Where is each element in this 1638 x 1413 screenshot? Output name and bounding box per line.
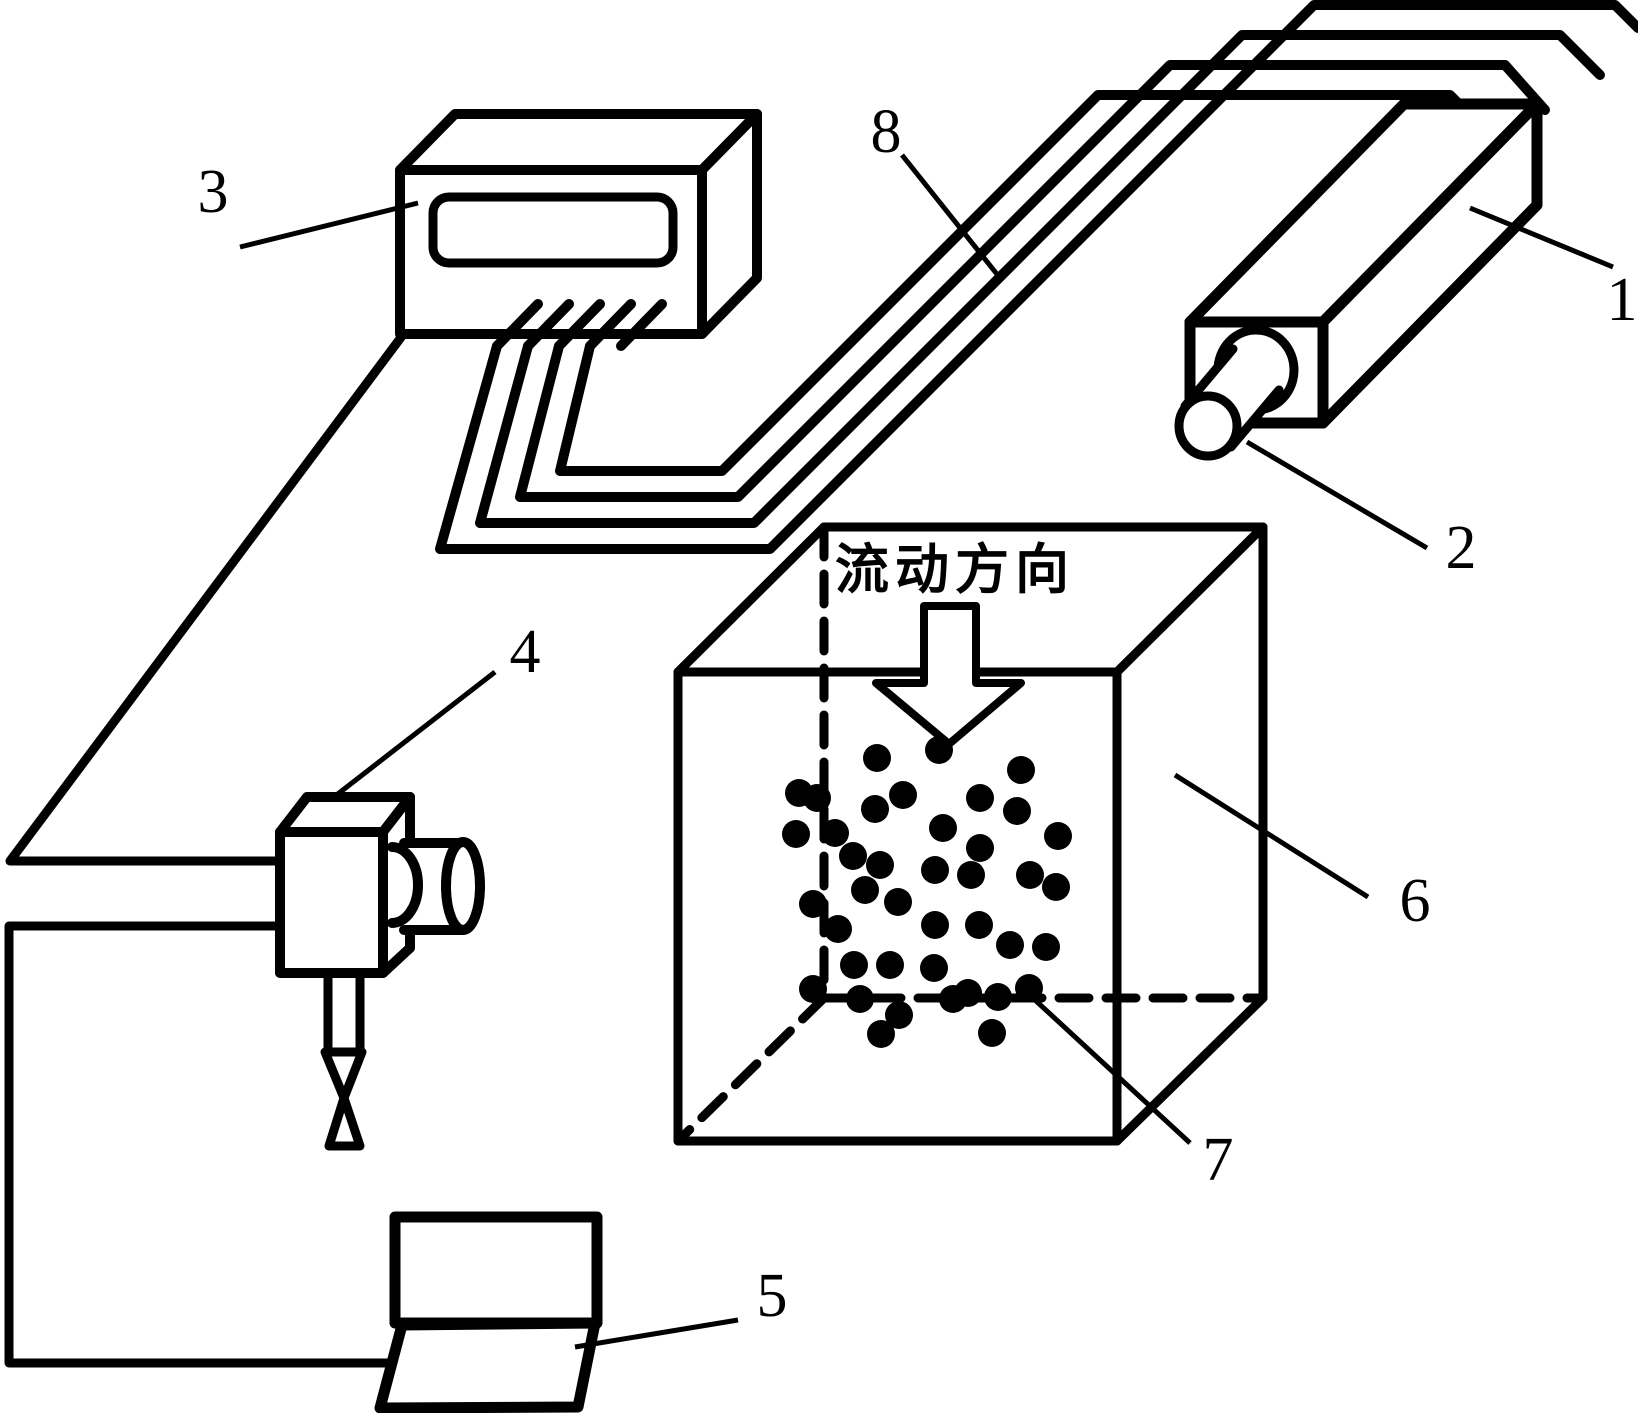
tank-right-bottom-edge	[1112, 993, 1268, 1146]
leader-laser	[1469, 205, 1614, 270]
wire-stubs	[492, 299, 667, 351]
label-lens: 2	[1446, 514, 1477, 582]
label-tank: 6	[1400, 867, 1431, 935]
particle-dot	[885, 1001, 913, 1029]
particle-dot	[1032, 933, 1060, 961]
particle-dot	[954, 979, 982, 1007]
particle-dot	[799, 890, 827, 918]
camera-lens-tip	[441, 837, 485, 935]
particle-dot	[866, 851, 894, 879]
label-camera: 4	[510, 618, 541, 686]
particle-dot	[1016, 861, 1044, 889]
camera-signal-wire	[5, 331, 407, 866]
particle-dot	[863, 744, 891, 772]
camera-mount	[320, 968, 367, 1151]
camera-mount-foot	[324, 1093, 365, 1151]
particle-dot	[846, 985, 874, 1013]
laptop-keyboard	[374, 1317, 601, 1413]
tank-front-face	[673, 667, 1122, 1146]
particle-dot	[1042, 873, 1070, 901]
leader-tank	[1173, 772, 1370, 900]
particle-dot	[920, 954, 948, 982]
particle-dot	[965, 911, 993, 939]
particle-dot	[984, 983, 1012, 1011]
camera-front-face	[275, 827, 388, 978]
camera-lens-inner-rim	[387, 842, 423, 928]
particle-field	[782, 736, 1072, 1048]
particle-dot	[821, 819, 849, 847]
controller-box	[395, 109, 762, 351]
label-controller: 3	[198, 158, 229, 226]
particle-dot	[876, 951, 904, 979]
label-particles: 7	[1203, 1126, 1234, 1194]
cable-conductor	[515, 60, 1550, 502]
particle-dot	[861, 795, 889, 823]
particle-dot	[889, 781, 917, 809]
particle-dot	[978, 1019, 1006, 1047]
particle-dot	[1007, 756, 1035, 784]
particle-dot	[851, 876, 879, 904]
particle-dot	[1044, 822, 1072, 850]
leader-lines	[239, 153, 1614, 1350]
leader-lens	[1245, 439, 1429, 551]
label-laser: 1	[1607, 266, 1638, 334]
controller-display	[428, 192, 678, 268]
leader-particles	[1033, 998, 1192, 1145]
tank-top-face	[673, 522, 1268, 677]
particle-dot	[925, 736, 953, 764]
particle-dot	[921, 911, 949, 939]
particle-dot	[966, 834, 994, 862]
flow-tank	[673, 522, 1268, 1146]
laser-lens	[1174, 325, 1299, 461]
reference-labels: 1 2 3 4 5 6 7 8	[198, 98, 1638, 1330]
particle-dot	[824, 915, 852, 943]
particle-dot	[839, 842, 867, 870]
flow-direction-label: 流动方向	[835, 538, 1075, 601]
label-cable: 8	[871, 98, 902, 166]
leader-cable	[900, 153, 1002, 280]
particle-dot	[921, 856, 949, 884]
particle-dot	[840, 951, 868, 979]
cable-conductor	[435, 0, 1638, 554]
camera	[275, 792, 485, 1151]
particle-dot	[966, 784, 994, 812]
particle-dot	[782, 820, 810, 848]
particle-dot	[929, 814, 957, 842]
particle-dot	[957, 861, 985, 889]
leader-controller	[239, 200, 419, 250]
camera-mount-upper-taper	[320, 1047, 367, 1103]
label-laptop: 5	[757, 1262, 788, 1330]
leader-camera	[328, 670, 497, 802]
lens-tip-rim	[1174, 391, 1242, 461]
tank-hidden-diagonal-edge	[673, 993, 829, 1146]
particle-dot	[996, 931, 1024, 959]
laptop-wire	[4, 921, 397, 1368]
flow-direction-arrow	[872, 602, 1025, 748]
particle-dot	[867, 1020, 895, 1048]
particle-dot	[884, 888, 912, 916]
laptop	[374, 1211, 603, 1413]
particle-dot	[1015, 974, 1043, 1002]
particle-dot	[1003, 797, 1031, 825]
particle-dot	[799, 975, 827, 1003]
leader-laptop	[574, 1317, 739, 1350]
laptop-screen	[389, 1211, 603, 1329]
particle-dot	[803, 784, 831, 812]
